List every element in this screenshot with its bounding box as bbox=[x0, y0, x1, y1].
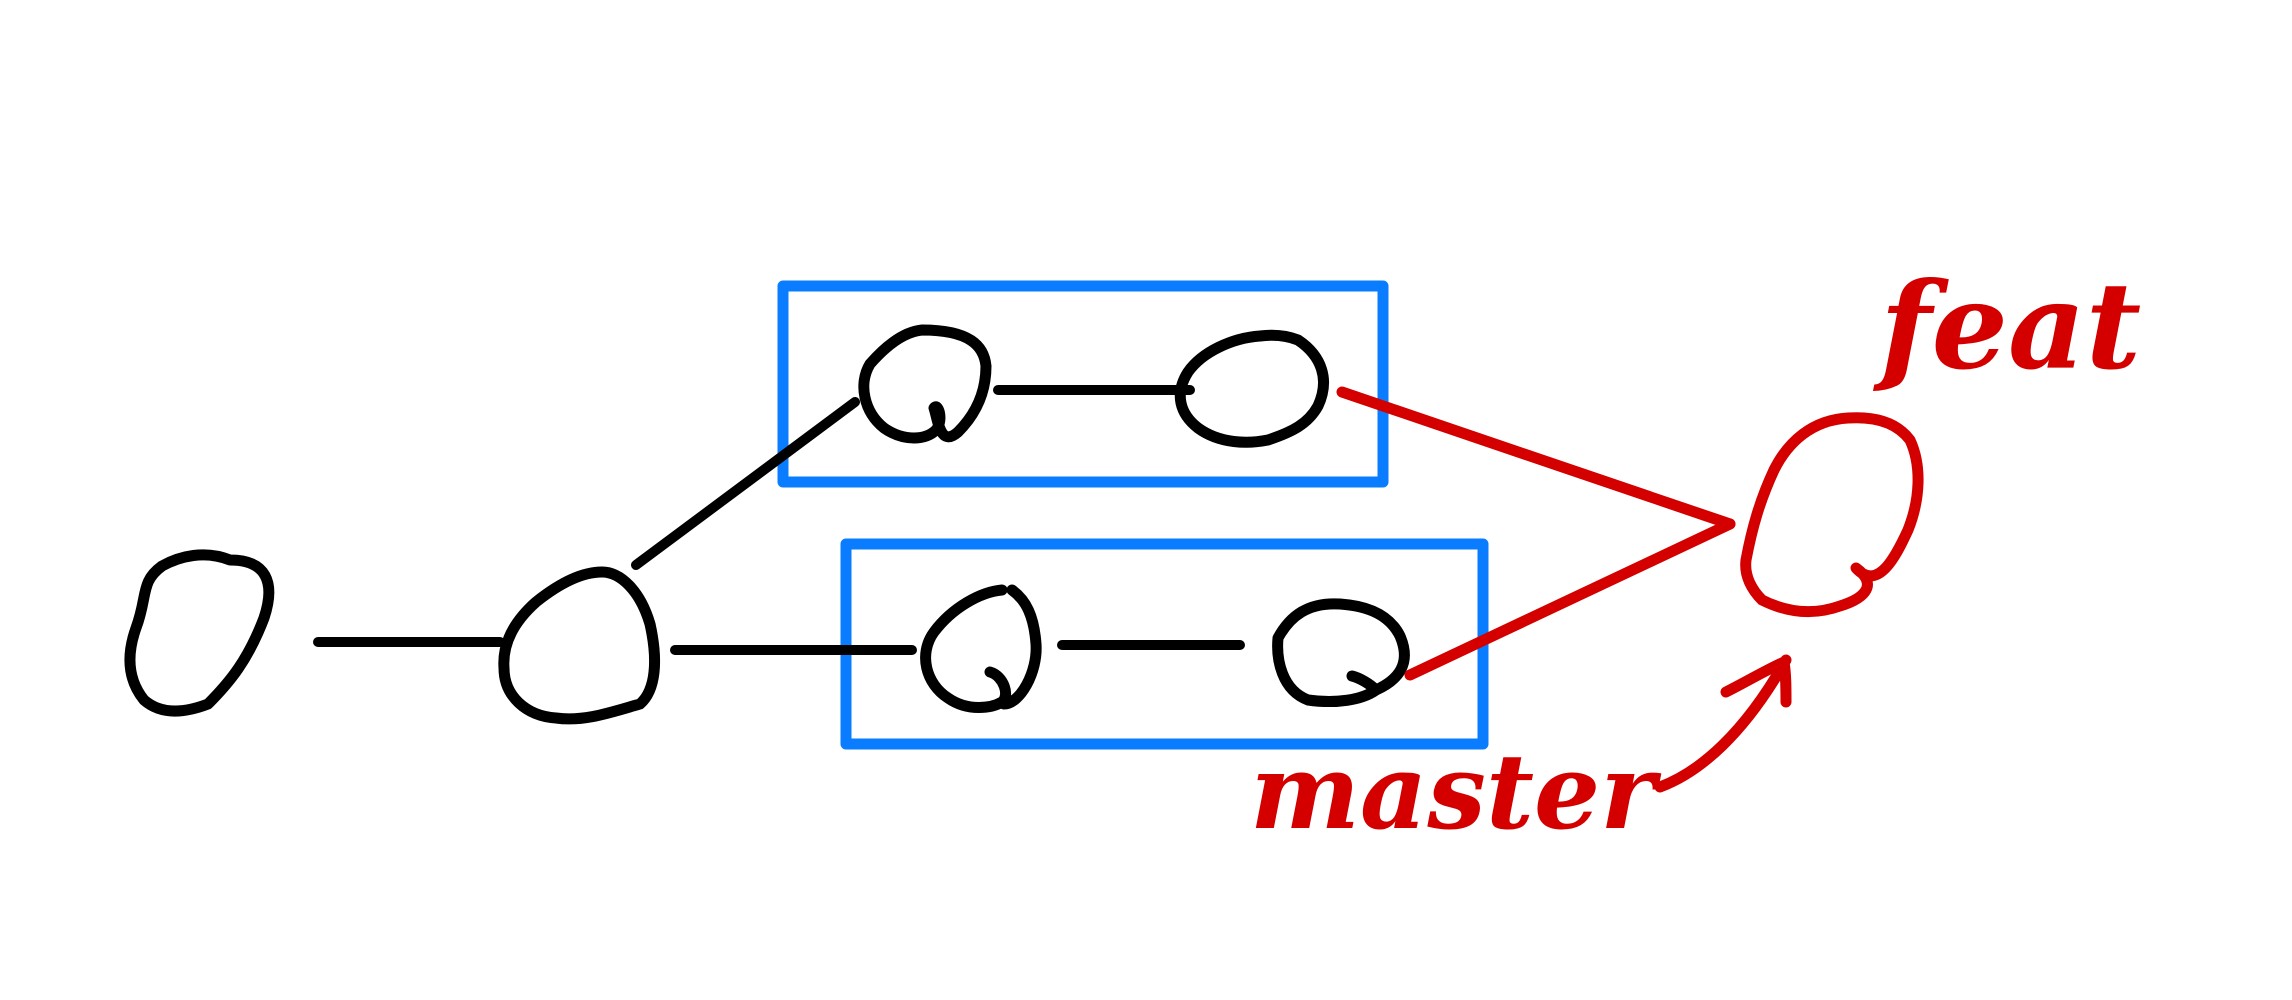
upper-branch-highlight-box bbox=[777, 280, 1389, 488]
edge-c6-merge bbox=[1404, 518, 1736, 681]
edge-c2-c3 bbox=[631, 397, 860, 570]
commit-node-c5 bbox=[920, 584, 1042, 713]
edge-c4-merge bbox=[1336, 386, 1736, 530]
commit-node-c2 bbox=[498, 566, 661, 725]
commit-node-c1 bbox=[124, 549, 275, 717]
merge-commit-node bbox=[1740, 412, 1924, 618]
commit-node-c4 bbox=[1174, 329, 1329, 448]
commit-node-c3 bbox=[858, 324, 992, 444]
arrow-to-merge-icon bbox=[1654, 654, 1792, 793]
feat-branch-label: feat bbox=[1872, 256, 2141, 397]
commit-node-c6 bbox=[1272, 598, 1410, 708]
master-branch-label: master bbox=[1250, 730, 1662, 853]
